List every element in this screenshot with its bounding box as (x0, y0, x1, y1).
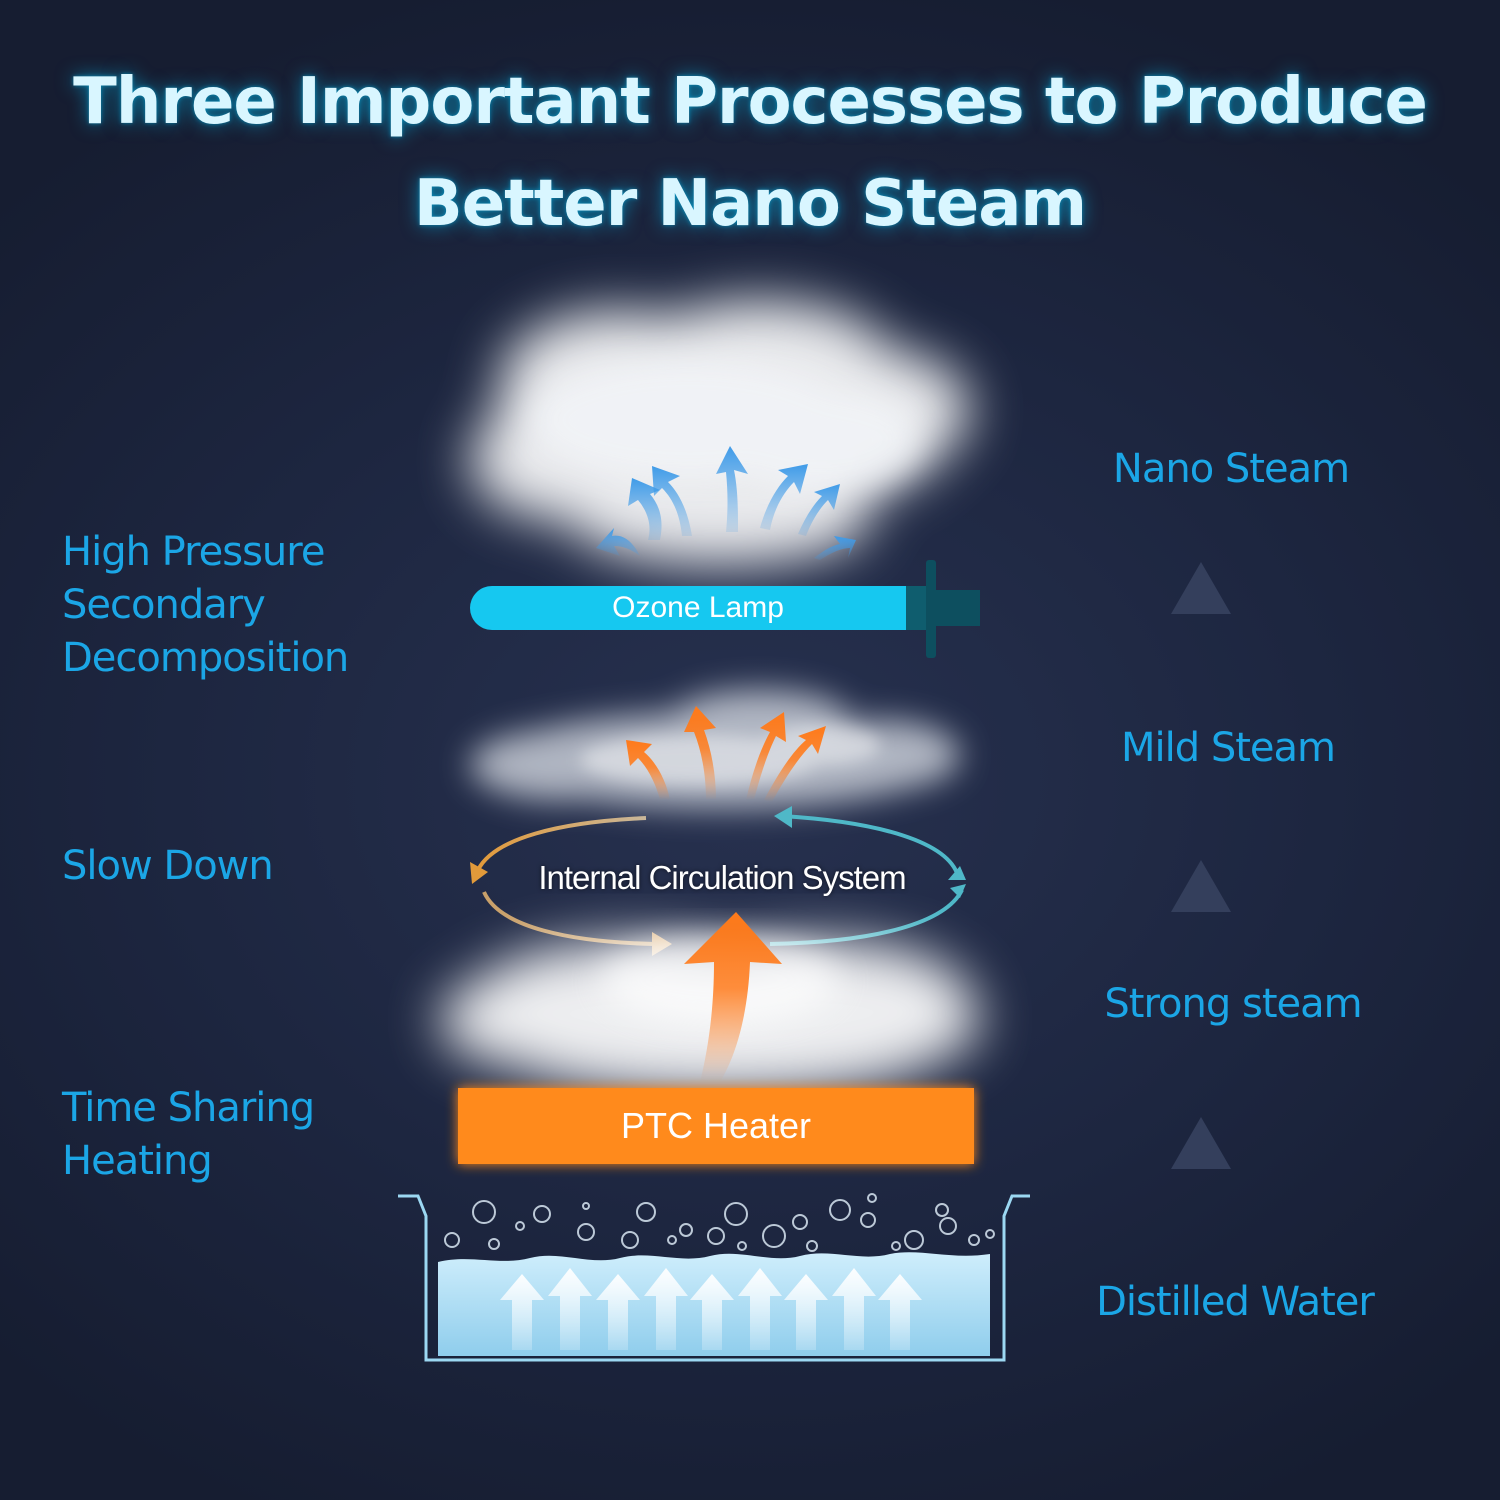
nano-steam-cloud (470, 300, 970, 565)
ptc-heater-label: PTC Heater (458, 1104, 974, 1148)
water-arrows (500, 1268, 922, 1350)
bubbles (445, 1194, 994, 1251)
circulation-label: Internal Circulation System (494, 856, 950, 900)
ozone-lamp-label: Ozone Lamp (470, 588, 926, 628)
